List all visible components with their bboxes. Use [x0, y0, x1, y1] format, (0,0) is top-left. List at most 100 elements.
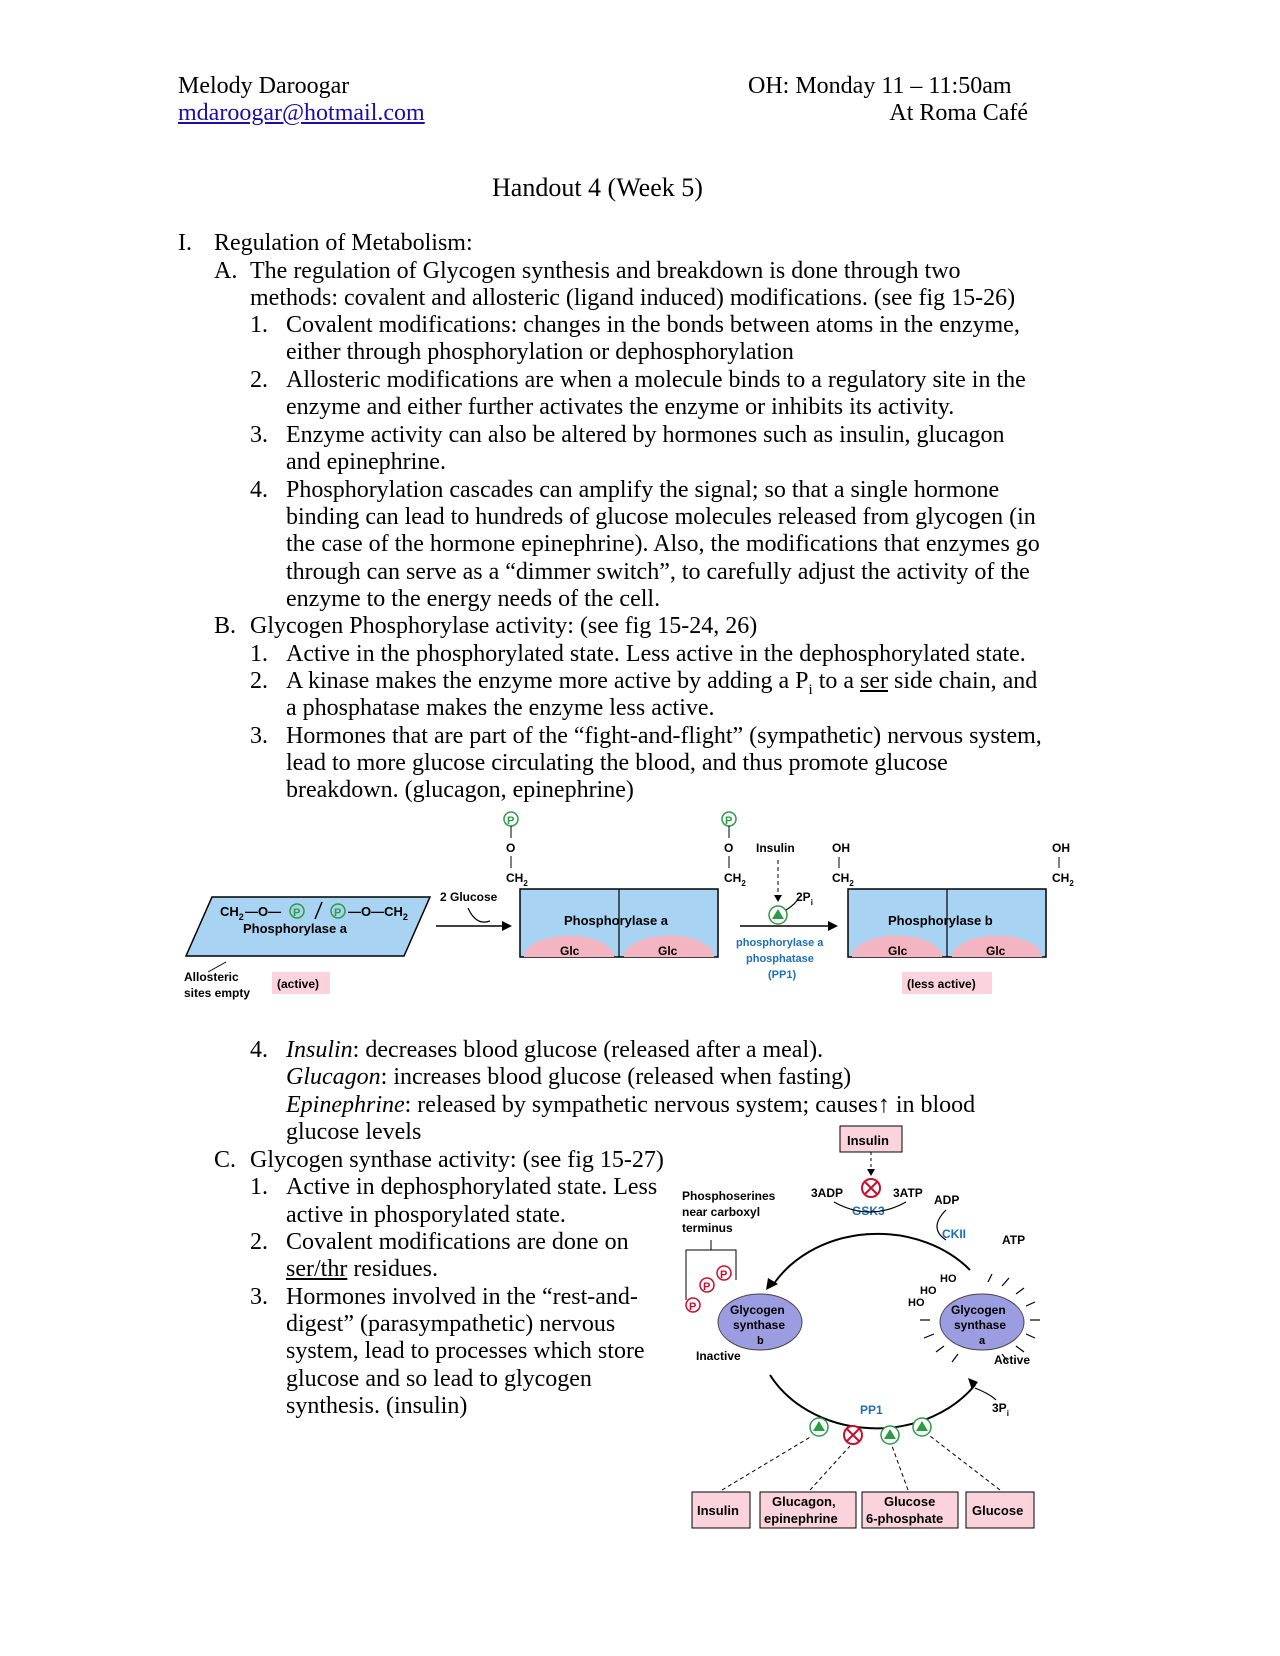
list-item-line: the case of the hormone epinephrine). Al…: [286, 531, 1040, 557]
phosphate-label: P: [703, 1281, 710, 1293]
formula-text: —O—CH2: [348, 904, 408, 922]
list-item-line: synthesis. (insulin): [286, 1393, 468, 1419]
status-badge-text: (less active): [907, 977, 976, 991]
text-segment: A kinase makes the enzyme more active by…: [286, 668, 809, 694]
list-item-line: A kinase makes the enzyme more active by…: [286, 667, 1037, 704]
list-number: 3.: [250, 1284, 268, 1310]
box-label: Glucose: [972, 1503, 1023, 1518]
glucagon-box: [759, 1491, 857, 1529]
activation-triangle: [772, 909, 784, 919]
underlined-term: ser/thr: [286, 1256, 348, 1282]
subscript: i: [808, 681, 813, 698]
list-number: 2.: [250, 1229, 268, 1255]
ho-label: HO: [908, 1297, 925, 1309]
oh-label: OH: [1052, 841, 1070, 855]
enzyme-name: phosphatase: [746, 953, 814, 965]
author-name: Melody Daroogar: [178, 73, 350, 99]
ckii-label: CKII: [942, 1227, 966, 1241]
ch2-label: CH2: [506, 871, 528, 888]
box-label: Insulin: [697, 1503, 739, 1518]
definition: : released by sympathetic nervous system…: [404, 1092, 976, 1118]
phosphate-label: P: [507, 815, 514, 827]
box-label: epinephrine: [764, 1511, 838, 1526]
curved-arrow: [936, 1209, 947, 1241]
glc-label: Glc: [658, 944, 678, 958]
list-item-line: ser/thr residues.: [286, 1255, 438, 1283]
list-number: 4.: [250, 1037, 268, 1063]
pi-label: 2Pi: [796, 890, 813, 907]
text-segment: residues.: [347, 1256, 438, 1282]
insulin-box: [691, 1491, 751, 1529]
arrow-head: [502, 921, 512, 931]
divider-line: [314, 901, 323, 920]
list-item-line: glucose levels: [286, 1119, 422, 1145]
list-number: 1.: [250, 312, 268, 338]
phosphate-label: P: [720, 1269, 727, 1281]
list-item-line: Epinephrine: released by sympathetic ner…: [286, 1091, 975, 1119]
arrow-label: 2 Glucose: [440, 890, 498, 904]
list-item-line: digest” (parasympathetic) nervous: [286, 1311, 616, 1337]
activation-triangle: [916, 1421, 928, 1431]
office-location: At Roma Café: [889, 100, 1028, 126]
insulin-box: [839, 1125, 903, 1153]
term: Epinephrine: [286, 1092, 405, 1118]
list-number: 1.: [250, 1174, 268, 1200]
term: Glucagon: [286, 1064, 381, 1090]
allosteric-label: Allosteric: [184, 970, 239, 984]
glc-label: Glc: [888, 944, 908, 958]
underlined-term: ser: [860, 668, 888, 694]
list-number: 2.: [250, 668, 268, 694]
phosphoserines-label: Phosphoserines: [682, 1189, 776, 1203]
atp-label: 3ATP: [893, 1186, 923, 1200]
synthase-label: synthase: [954, 1318, 1006, 1332]
insulin-label: Insulin: [756, 841, 795, 855]
subsection-c-letter: C.: [214, 1147, 237, 1173]
section-number: I.: [178, 230, 192, 256]
phosphorylase-a-allosteric-shape: [184, 896, 432, 957]
gsk3-label: GSK3: [852, 1204, 885, 1218]
phosphoserines-label: near carboxyl: [682, 1205, 760, 1219]
list-item-line: system, lead to processes which store: [286, 1338, 645, 1364]
glycogen-synthase-figure: Insulin 3ADP 3ATP GSK3 ADP CKII ATP Phos…: [682, 1125, 1040, 1529]
formula-text: —O—: [245, 904, 281, 919]
list-item-line: breakdown. (glucagon, epinephrine): [286, 777, 634, 803]
list-item-line: and epinephrine.: [286, 449, 446, 475]
phosphate-icon: [685, 1297, 701, 1313]
synthase-label: b: [757, 1335, 764, 1347]
insulin-box-label: Insulin: [847, 1133, 889, 1148]
synthase-label: Glycogen: [951, 1303, 1006, 1317]
list-item-line: Active in dephosphorylated state. Less: [286, 1174, 658, 1200]
enzyme-label: Phosphorylase b: [888, 913, 993, 928]
box-label: 6-phosphate: [866, 1511, 943, 1526]
list-item-line: Active in the phosphorylated state. Less…: [286, 641, 1026, 667]
activity-rays: [920, 1273, 1040, 1363]
list-item-line: Enzyme activity can also be altered by h…: [286, 422, 1005, 448]
list-number: 2.: [250, 367, 268, 393]
enzyme-label: Phosphorylase a: [243, 921, 348, 936]
list-item-line: Hormones involved in the “rest-and-: [286, 1284, 638, 1310]
list-item-line: Covalent modifications: changes in the b…: [286, 312, 1020, 338]
glc-site: [952, 935, 1042, 957]
subsection-a-line: methods: covalent and allosteric (ligand…: [250, 285, 1016, 311]
inactive-label: Inactive: [696, 1349, 741, 1363]
list-item-line: Covalent modifications are done on: [286, 1229, 629, 1255]
arrow-head: [867, 1169, 875, 1176]
oh-label: OH: [832, 841, 850, 855]
activation-triangle: [884, 1429, 896, 1439]
phosphate-label: P: [689, 1301, 696, 1313]
email-link[interactable]: mdaroogar@hotmail.com: [178, 100, 425, 126]
list-item-line: binding can lead to hundreds of glucose …: [286, 504, 1036, 530]
ho-label: HO: [920, 1285, 937, 1297]
phosphorylase-figure: CH2 —O— P P —O—CH2 Phosphorylase a Allos…: [184, 811, 1074, 1000]
list-number: 4.: [250, 477, 268, 503]
glc-label: Glc: [560, 944, 580, 958]
list-item-line: enzyme to the energy needs of the cell.: [286, 586, 661, 612]
section-heading: Regulation of Metabolism:: [214, 230, 473, 256]
ch2-label: CH2: [832, 871, 854, 888]
list-item-line: Glucagon: increases blood glucose (relea…: [286, 1063, 851, 1091]
phosphate-icon: [716, 1265, 732, 1281]
phosphate-label: P: [293, 907, 300, 919]
list-number: 3.: [250, 422, 268, 448]
list-number: 3.: [250, 723, 268, 749]
subsection-a-letter: A.: [214, 258, 238, 284]
